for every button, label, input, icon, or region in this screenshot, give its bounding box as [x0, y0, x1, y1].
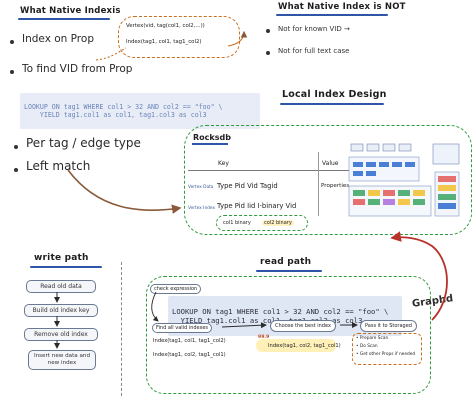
step-remove-old-index: Remove old index	[24, 328, 98, 341]
get-props-text: Get other Props if needed	[359, 352, 416, 357]
read-path-title: read path	[260, 257, 312, 267]
bullet-left-match: Left match	[26, 159, 91, 173]
pass-to-storaged-step: Pass it to Storaged	[360, 320, 417, 332]
native-index-not-title: What Native Index is NOT	[278, 2, 406, 12]
candidate-index-2: Index(tag1, col2, tag1_col1)	[153, 352, 226, 358]
storaged-step-prepare: • Prepare Scan	[356, 336, 389, 341]
storaged-steps-group	[352, 333, 422, 365]
best-index-score: 99.9	[258, 335, 270, 340]
table-column-divider	[318, 152, 319, 216]
title-underline	[276, 14, 388, 16]
step-build-old-index-key: Build old index key	[24, 304, 98, 317]
query-line-2: YIELD tag1.col1 as col1, tag1.col3 as co…	[24, 111, 207, 119]
query-line-1: LOOKUP ON tag1 WHERE col1 > 32 AND col2 …	[24, 103, 223, 111]
index-definition: Index(tag1, col1, tag1_col2)	[126, 39, 202, 45]
best-index: Index(tag1, col2, tag1_col1)	[268, 343, 341, 349]
key-header: Key	[218, 160, 229, 167]
bullet-dot	[266, 29, 270, 33]
architecture-thumbnail-graphic	[348, 143, 460, 217]
vertex-data-key: Type Pid Vid Tagid	[217, 182, 278, 190]
vertex-index-tag: Vertex Index	[188, 206, 216, 211]
vertex-data-tag: Vertex Data	[188, 185, 214, 190]
candidate-index-1: Index(tag1, col1, tag1_col2)	[153, 338, 226, 344]
write-path-title: write path	[34, 253, 89, 263]
architecture-thumbnail	[347, 142, 463, 220]
title-underline	[30, 266, 102, 268]
title-underline	[256, 270, 322, 272]
check-expression-step: check expression	[150, 284, 202, 294]
rocksdb-label: Rocksdb	[193, 133, 231, 142]
bullet-dot	[14, 145, 18, 149]
rocksdb-container	[184, 125, 472, 235]
vertex-index-key: Type Pid Iid I-binary Vid	[217, 202, 297, 210]
binary-columns-group	[216, 215, 308, 231]
bullet-per-tag: Per tag / edge type	[26, 136, 141, 150]
bullet-index-on-prop: Index on Prop	[22, 33, 94, 45]
best-index-highlight	[256, 339, 336, 352]
bullet-not-full-text: Not for full text case	[278, 47, 350, 55]
step-insert-new-data: Insert new data and new index	[28, 350, 96, 370]
col1-binary: col1 binary	[223, 220, 251, 226]
bullet-find-vid: To find VID from Prop	[22, 63, 133, 75]
value-header: Value	[322, 160, 339, 167]
vertex-definition: Vertex(vid, tag(col1, col2,...))	[126, 23, 205, 29]
bullet-dot	[266, 51, 270, 55]
rocksdb-underline	[192, 143, 228, 145]
local-index-design-title: Local Index Design	[282, 89, 387, 100]
choose-best-index-step: Choose the best index	[270, 320, 336, 332]
vertex-data-value: Properties	[321, 183, 350, 189]
bullet-not-known-vid: Not for known VID →	[278, 25, 350, 33]
bullet-dot	[10, 70, 14, 74]
storaged-step-props: • Get other Props if needed	[356, 352, 416, 357]
what-native-index-title: What Native Indexis	[20, 6, 121, 16]
step-read-old-data: Read old data	[26, 280, 96, 293]
title-underline	[18, 18, 110, 20]
storaged-step-scan: • Do Scan	[356, 344, 378, 349]
title-underline	[280, 103, 384, 105]
find-valid-indexes-step: Find all valid indexes	[152, 323, 213, 333]
do-scan-text: Do Scan	[359, 344, 378, 349]
table-header-rule	[188, 170, 354, 171]
bullet-dot	[14, 168, 18, 172]
read-path-container	[146, 276, 431, 394]
col2-binary: col2 binary	[262, 220, 294, 226]
bullet-dot	[10, 40, 14, 44]
lookup-query-code: LOOKUP ON tag1 WHERE col1 > 32 AND col2 …	[20, 93, 260, 129]
read-query-line-1: LOOKUP ON tag1 WHERE col1 > 32 AND col2 …	[172, 307, 389, 316]
section-divider	[121, 262, 122, 396]
prepare-scan-text: Prepare Scan	[359, 336, 389, 341]
